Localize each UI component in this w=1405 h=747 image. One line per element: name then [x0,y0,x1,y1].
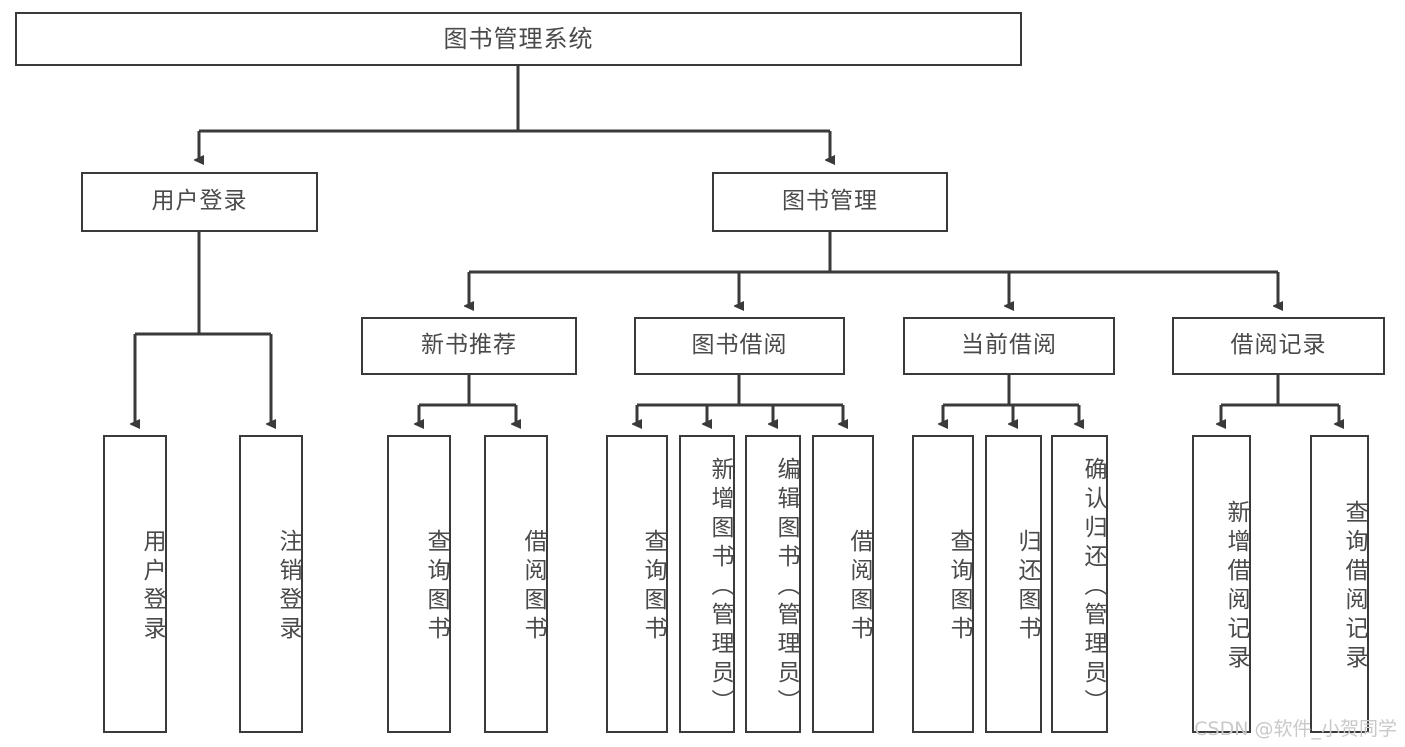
node-leaf-borrow-book-rec[interactable]: 借阅图书 [484,435,548,733]
node-user-login[interactable]: 用户登录 [81,172,318,232]
node-leaf-add-book-admin[interactable]: 新增图书（管理员） [679,435,735,733]
node-book-borrow[interactable]: 图书借阅 [634,317,845,375]
node-label: 编辑图书（管理员） [773,456,799,718]
node-leaf-query-book-current[interactable]: 查询图书 [912,435,974,733]
node-label: 查询图书 [946,529,972,645]
node-leaf-query-book-rec[interactable]: 查询图书 [387,435,451,733]
node-label: 新书推荐 [421,332,517,359]
node-leaf-user-login[interactable]: 用户登录 [103,435,167,733]
node-label: 确认归还（管理员） [1080,456,1106,718]
node-book-manage[interactable]: 图书管理 [712,172,948,232]
node-borrow-record[interactable]: 借阅记录 [1172,317,1385,375]
node-label: 用户登录 [151,188,248,215]
node-root-图书管理系统[interactable]: 图书管理系统 [15,12,1022,66]
node-label: 归还图书 [1014,529,1040,645]
node-label: 当前借阅 [961,332,1057,359]
node-label: 用户登录 [139,529,165,645]
node-label: 借阅图书 [846,529,872,645]
node-leaf-edit-book-admin[interactable]: 编辑图书（管理员） [745,435,801,733]
node-leaf-user-logout[interactable]: 注销登录 [239,435,303,733]
node-leaf-return-book[interactable]: 归还图书 [985,435,1042,733]
node-label: 查询图书 [423,529,449,645]
node-label: 查询图书 [640,529,666,645]
node-leaf-query-book-borrow[interactable]: 查询图书 [606,435,668,733]
node-label: 新增借阅记录 [1223,500,1249,674]
node-leaf-confirm-return-admin[interactable]: 确认归还（管理员） [1051,435,1108,733]
node-leaf-borrow-book[interactable]: 借阅图书 [812,435,874,733]
node-label: 借阅图书 [520,529,546,645]
node-label: 查询借阅记录 [1341,500,1367,674]
node-label: 新增图书（管理员） [707,456,733,718]
node-current-borrow[interactable]: 当前借阅 [903,317,1115,375]
node-label: 图书管理系统 [443,24,594,53]
node-label: 注销登录 [275,529,301,645]
node-new-book-recommend[interactable]: 新书推荐 [361,317,577,375]
node-leaf-query-borrow-record[interactable]: 查询借阅记录 [1310,435,1369,733]
node-label: 图书管理 [782,188,878,215]
node-label: 借阅记录 [1230,332,1327,359]
node-leaf-add-borrow-record[interactable]: 新增借阅记录 [1192,435,1251,733]
node-label: 图书借阅 [691,332,788,359]
csdn-watermark: CSDN @软件_小贺同学 [1194,718,1397,740]
